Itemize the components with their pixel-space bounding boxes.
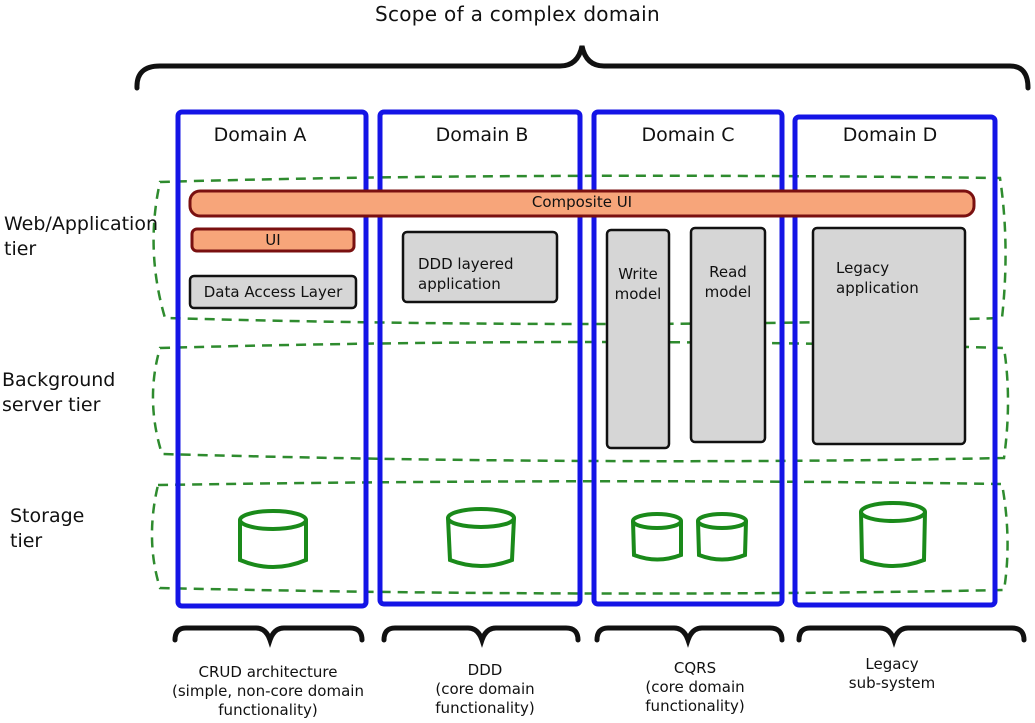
data-access-layer-box bbox=[188, 274, 358, 310]
legacy-app-box bbox=[811, 226, 967, 446]
tier-label-storage-line1: Storage bbox=[10, 505, 85, 527]
domain-d-header: Domain D bbox=[842, 124, 938, 146]
tier-label-background-line1: Background bbox=[2, 369, 116, 391]
tier-label-web-line1: Web/Application bbox=[4, 213, 158, 235]
ui-bar bbox=[190, 227, 356, 253]
ddd-app-label: DDD layered application bbox=[418, 254, 513, 294]
domain-column-c bbox=[591, 109, 785, 607]
database-icon-b bbox=[446, 507, 516, 568]
caption-domain-d: Legacy sub-system bbox=[832, 655, 952, 693]
caption-domain-a-line2: (simple, non-core domain bbox=[172, 682, 364, 700]
write-model-label-line1: Write bbox=[618, 265, 658, 283]
data-access-layer-label: Data Access Layer bbox=[203, 283, 343, 301]
legacy-app-label-line1: Legacy bbox=[836, 259, 890, 277]
read-model-label-line2: model bbox=[704, 283, 752, 301]
legacy-app-label: Legacy application bbox=[836, 258, 919, 298]
tier-label-background: Background server tier bbox=[2, 368, 115, 418]
database-icon-c1 bbox=[631, 512, 683, 562]
database-icon-c2 bbox=[696, 512, 748, 562]
ui-label: UI bbox=[265, 231, 281, 249]
domain-a-header: Domain A bbox=[213, 124, 307, 146]
domain-column-d bbox=[792, 114, 998, 608]
tier-region-background bbox=[151, 340, 1010, 463]
brace-a bbox=[172, 625, 365, 648]
caption-domain-b-line2: (core domain bbox=[435, 680, 535, 698]
domain-c-header: Domain C bbox=[641, 124, 735, 146]
caption-domain-b-line3: functionality) bbox=[435, 699, 535, 717]
tier-region-web bbox=[152, 174, 1007, 326]
tier-label-storage: Storage tier bbox=[10, 504, 84, 554]
ddd-app-label-line2: application bbox=[418, 275, 501, 293]
brace-c bbox=[594, 625, 785, 648]
legacy-app-label-line2: application bbox=[836, 279, 919, 297]
domain-b-header: Domain B bbox=[435, 124, 529, 146]
database-icon-a bbox=[238, 509, 308, 569]
caption-domain-c-line1: CQRS bbox=[673, 659, 717, 677]
tier-label-web: Web/Application tier bbox=[4, 212, 158, 262]
caption-domain-d-line1: Legacy bbox=[865, 655, 919, 673]
caption-domain-c-line2: (core domain bbox=[645, 678, 745, 696]
caption-domain-c-line3: functionality) bbox=[645, 697, 745, 715]
read-model-label-line1: Read bbox=[709, 263, 747, 281]
caption-domain-d-line2: sub-system bbox=[848, 674, 936, 692]
database-icon-d bbox=[859, 501, 927, 568]
write-model-label-line2: model bbox=[614, 285, 662, 303]
tier-label-storage-line2: tier bbox=[10, 530, 43, 552]
caption-domain-b: DDD (core domain functionality) bbox=[410, 661, 560, 718]
tier-label-background-line2: server tier bbox=[2, 394, 101, 416]
brace-b bbox=[381, 625, 581, 648]
diagram-title: Scope of a complex domain bbox=[374, 2, 661, 26]
composite-ui-label: Composite UI bbox=[531, 193, 633, 211]
composite-ui-bar bbox=[188, 189, 976, 218]
tier-label-web-line2: tier bbox=[4, 238, 37, 260]
ddd-app-label-line1: DDD layered bbox=[418, 255, 514, 273]
domain-column-b bbox=[377, 109, 583, 607]
caption-domain-a-line1: CRUD architecture bbox=[198, 663, 338, 681]
read-model-label: Read model bbox=[691, 262, 765, 302]
ddd-app-box bbox=[401, 230, 559, 304]
scope-brace bbox=[134, 45, 1031, 91]
caption-domain-a-line3: functionality) bbox=[218, 701, 318, 719]
caption-domain-b-line1: DDD bbox=[467, 661, 503, 679]
read-model-box bbox=[689, 226, 767, 444]
caption-domain-c: CQRS (core domain functionality) bbox=[620, 659, 770, 716]
write-model-label: Write model bbox=[607, 264, 669, 304]
write-model-box bbox=[605, 228, 671, 450]
domain-column-a bbox=[175, 109, 369, 609]
caption-domain-a: CRUD architecture (simple, non-core doma… bbox=[168, 663, 368, 720]
brace-d bbox=[796, 625, 1027, 648]
